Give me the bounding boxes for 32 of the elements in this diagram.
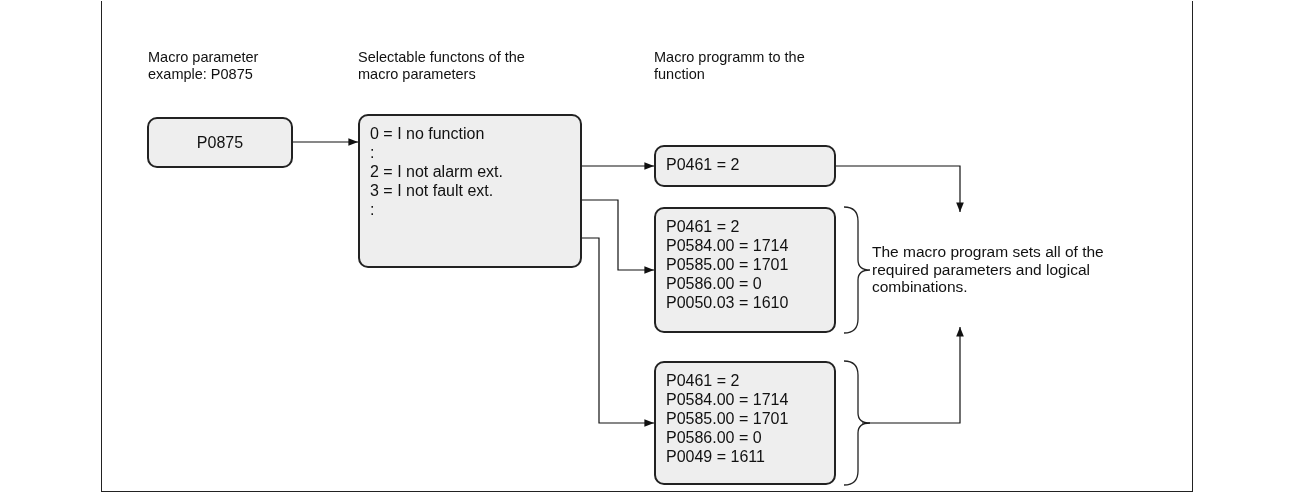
arrow (835, 165, 964, 213)
parameter-text: P0584.00 = 1714 (666, 390, 789, 409)
parameter-box (147, 117, 293, 168)
column-heading: Macro parameter example: P0875 (148, 49, 260, 83)
arrow (581, 162, 655, 170)
parameter-text: P0586.00 = 0 (666, 428, 762, 447)
parameter-box (358, 114, 582, 268)
parameter-text: P0586.00 = 0 (666, 274, 762, 293)
parameter-text: 3 = I not fault ext. (370, 181, 494, 200)
parameter-text: P0050.03 = 1610 (666, 293, 789, 312)
parameter-box (654, 207, 836, 333)
parameter-text: 0 = I no function (370, 124, 485, 143)
arrow (861, 326, 964, 424)
arrow (292, 138, 359, 146)
parameter-text: P0049 = 1611 (666, 447, 765, 466)
parameter-text: 2 = I not alarm ext. (370, 162, 503, 181)
parameter-text: P0585.00 = 1701 (666, 409, 789, 428)
column-heading: Selectable functons of the macro parameters (358, 49, 526, 83)
arrow (581, 237, 655, 427)
parameter-box (654, 361, 836, 485)
note-text: The macro program sets all of the required parameters and logical combinations. (872, 243, 1105, 296)
parameter-text: : (370, 143, 375, 162)
arrow (581, 199, 655, 274)
parameter-text: P0584.00 = 1714 (666, 236, 789, 255)
column-heading: Macro programm to the function (654, 49, 806, 83)
parameter-text: P0461 = 2 (666, 155, 740, 174)
parameter-text: P0461 = 2 (666, 217, 740, 236)
parameter-text: P0585.00 = 1701 (666, 255, 789, 274)
parameter-box (654, 145, 836, 187)
parameter-text: P0875 (196, 133, 244, 152)
parameter-text: P0461 = 2 (666, 371, 740, 390)
parameter-text: : (370, 200, 375, 219)
